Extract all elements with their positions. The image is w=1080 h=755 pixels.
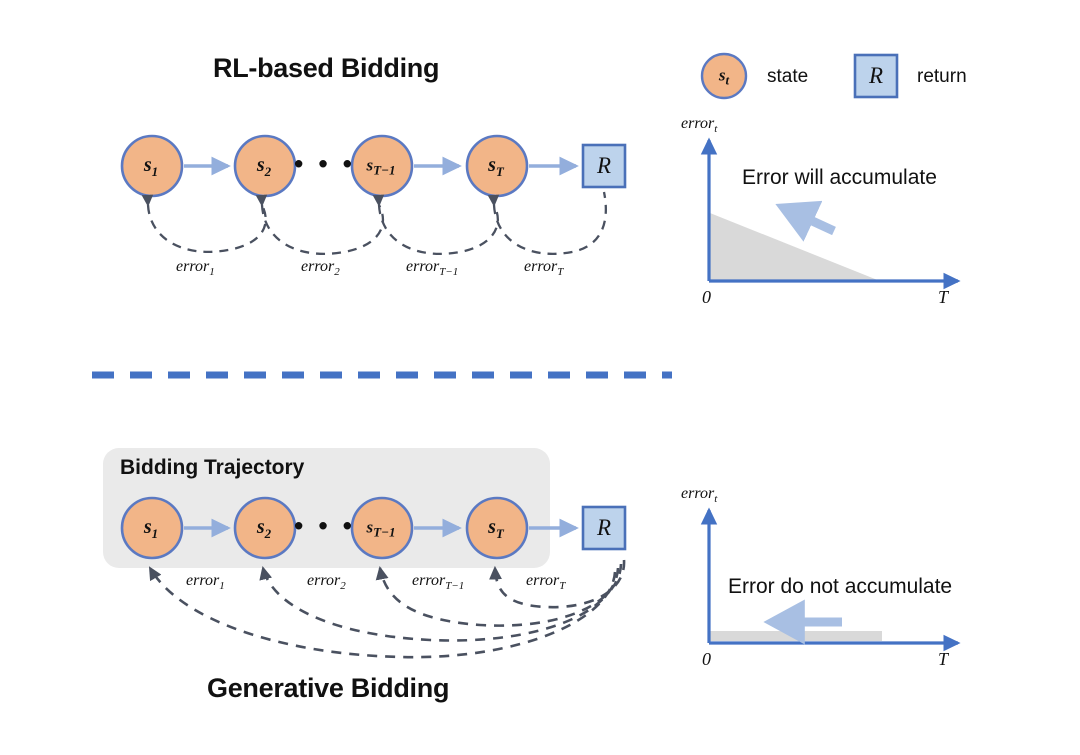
bidding-trajectory-panel (103, 448, 550, 568)
bottom-state-node-T-minus-1 (350, 496, 414, 560)
rl-chart-direction-arrow-icon (775, 200, 836, 242)
rl-error-chart (700, 137, 961, 290)
bottom-error-arc-2 (259, 565, 620, 642)
bottom-error-arc-3 (375, 563, 623, 627)
bottom-error-label-T-minus-1: errorT−1 (412, 572, 465, 593)
bottom-state-node-2 (233, 496, 297, 560)
top-error-label-T-minus-1: errorT−1 (406, 258, 459, 279)
top-error-arc-1 (141, 194, 267, 253)
top-state-node-T-minus-1 (350, 134, 414, 198)
bottom-ellipsis: • • • (294, 510, 356, 541)
bottom-error-label-1: error1 (186, 572, 225, 593)
top-error-label-T: errorT (524, 258, 564, 279)
top-ellipsis: • • • (294, 148, 356, 179)
bidding-trajectory-label: Bidding Trajectory (120, 456, 305, 479)
gen-chart-y-axis-label: errort (681, 485, 718, 506)
bottom-error-arc-1 (148, 566, 617, 659)
top-state-node-1 (120, 134, 184, 198)
top-error-arc-4 (487, 191, 608, 255)
rl-chart-xtick-0: 0 (702, 287, 711, 307)
top-error-label-1: error1 (176, 258, 215, 279)
legend-return-label: return (917, 66, 967, 87)
bottom-chain-group (103, 448, 627, 659)
gen-chart-xtick-0: 0 (702, 649, 711, 669)
rl-chart-xtick-T: T (938, 287, 949, 307)
top-error-arc-2 (255, 194, 384, 256)
bottom-error-label-T: errorT (526, 572, 566, 593)
gen-chart-annotation: Error do not accumulate (728, 575, 953, 598)
legend-group (700, 52, 899, 100)
rl-chart-y-axis-label: errort (681, 115, 718, 136)
bottom-state-node-1 (120, 496, 184, 560)
bottom-error-arc-4 (489, 559, 626, 609)
legend-state-label: state (767, 66, 809, 87)
gen-error-area (710, 631, 882, 641)
legend-state-circle-icon (700, 52, 748, 100)
top-state-node-T (465, 134, 529, 198)
bottom-return-box (581, 505, 627, 551)
rl-section-title: RL-based Bidding (213, 53, 440, 83)
top-return-box (581, 143, 627, 189)
top-state-node-2 (233, 134, 297, 198)
top-error-arc-3 (372, 194, 499, 256)
bottom-error-label-2: error2 (307, 572, 346, 593)
top-chain-group (120, 134, 627, 256)
gen-chart-xtick-T: T (938, 649, 949, 669)
top-error-label-2: error2 (301, 258, 340, 279)
generative-section-title: Generative Bidding (207, 673, 450, 703)
generative-error-chart (700, 507, 961, 652)
bottom-state-node-T (465, 496, 529, 560)
rl-chart-annotation: Error will accumulate (742, 166, 937, 189)
rl-error-area (710, 213, 880, 281)
legend-return-square-icon (853, 53, 899, 99)
